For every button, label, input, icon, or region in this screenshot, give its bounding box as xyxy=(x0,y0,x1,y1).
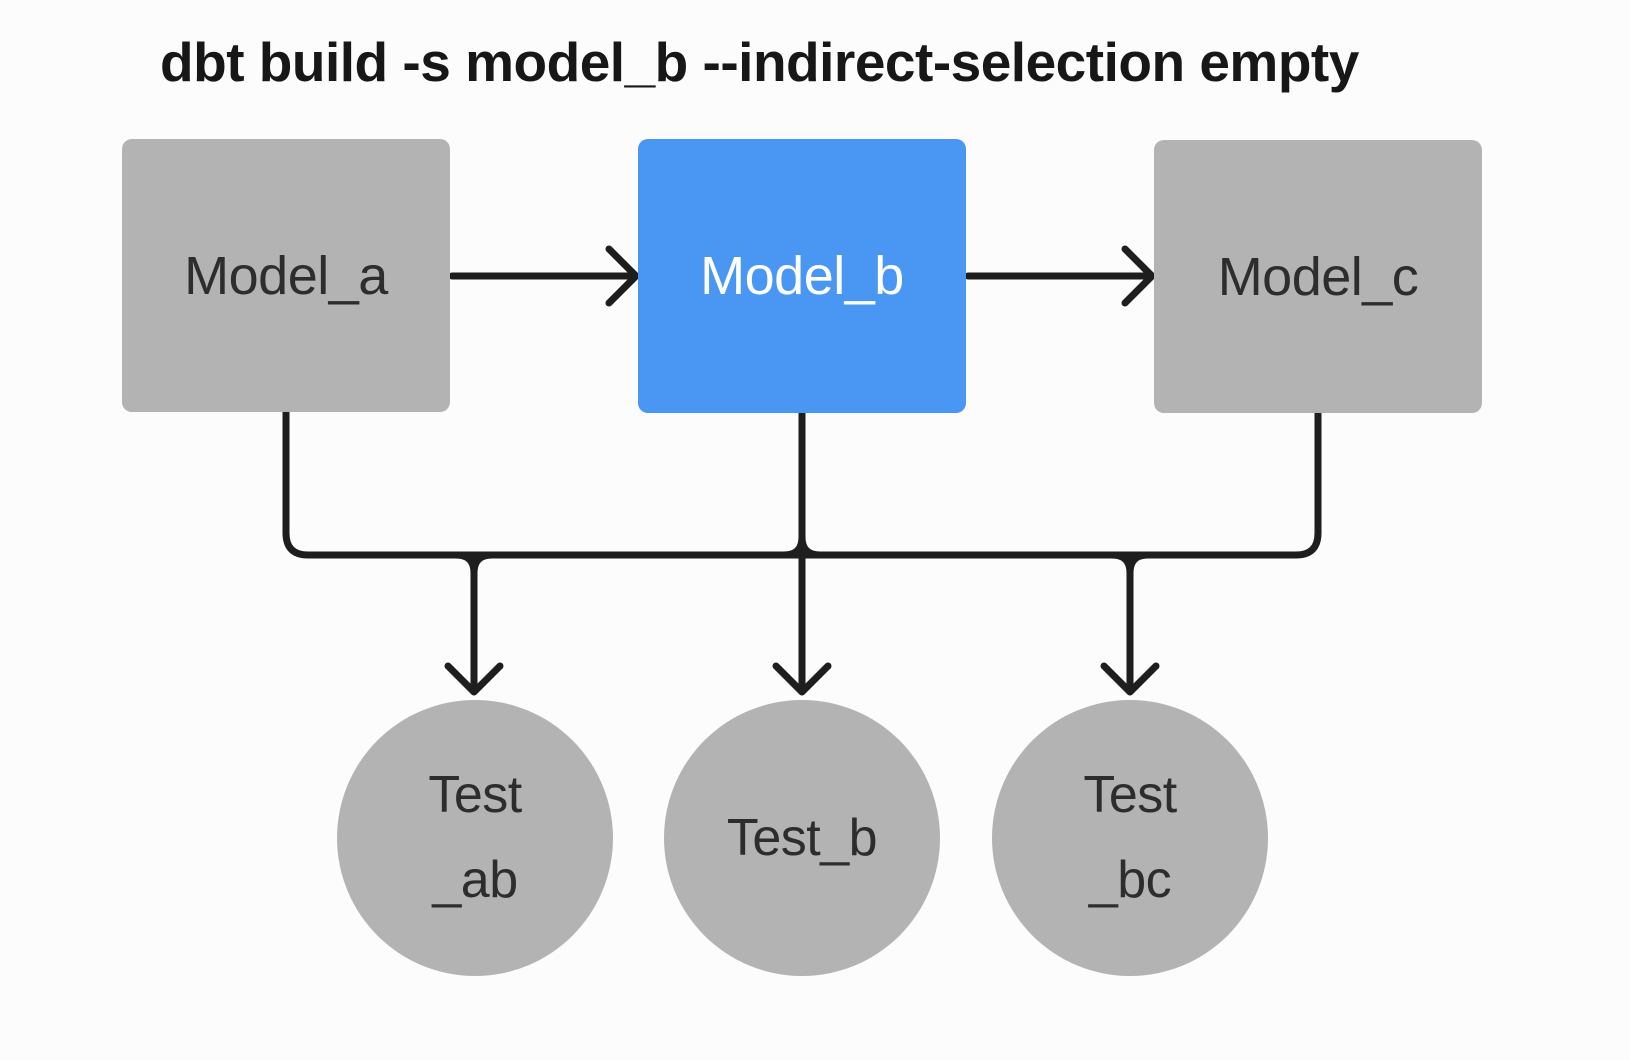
node-model-b-label: Model_b xyxy=(700,246,904,306)
node-test-ab-line2: _ab xyxy=(432,851,518,909)
junction-fillet-test-ab-right xyxy=(470,551,496,577)
node-model-c: Model_c xyxy=(1154,140,1482,413)
arrowhead-model-b xyxy=(605,245,640,307)
node-test-b-label: Test_b xyxy=(726,808,878,867)
arrowhead-test-ab xyxy=(444,662,504,696)
node-test-ab-label: Test _ab xyxy=(428,753,522,923)
junction-fillet-test-bc-right xyxy=(1126,551,1152,577)
node-test-b: Test_b xyxy=(664,700,940,976)
junction-fillet-model-b-right xyxy=(798,533,824,559)
node-model-a: Model_a xyxy=(122,139,450,412)
arrowhead-test-bc xyxy=(1100,662,1160,696)
node-test-ab-line1: Test xyxy=(428,766,522,825)
arrowhead-model-c xyxy=(1121,245,1156,307)
node-model-a-label: Model_a xyxy=(184,245,388,306)
node-model-b-selected: Model_b xyxy=(638,139,966,413)
node-test-ab: Test _ab xyxy=(337,700,613,976)
node-test-bc: Test _bc xyxy=(992,700,1268,976)
node-test-bc-label: Test _bc xyxy=(1083,753,1177,923)
arrowhead-test-b xyxy=(772,662,832,696)
node-test-bc-line1: Test xyxy=(1083,766,1177,825)
node-model-c-label: Model_c xyxy=(1217,246,1419,307)
command-title: dbt build -s model_b --indirect-selectio… xyxy=(160,31,1359,93)
node-test-bc-line2: _bc xyxy=(1088,851,1172,909)
